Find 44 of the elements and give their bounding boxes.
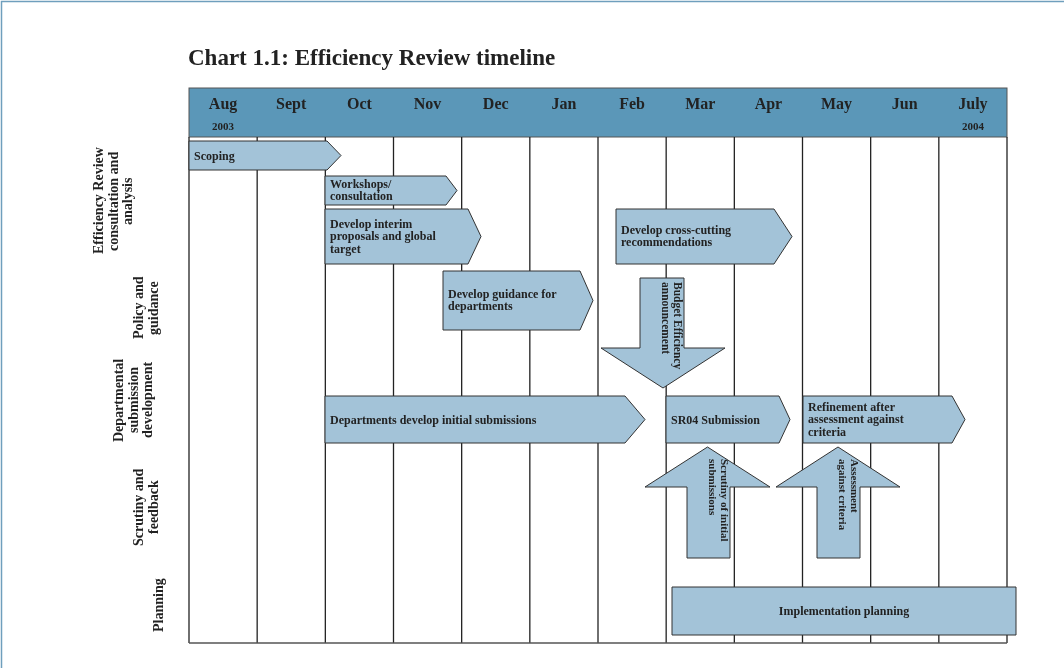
task-label: Develop cross-cutting recommendations [621,223,733,250]
task-bar [666,396,790,443]
review-marker [645,447,770,558]
task-label: SR04 Submission [671,413,762,426]
task-bar [803,396,965,443]
task-label: Refinement after assessment against criteria [808,400,905,439]
month-label: Mar [684,96,717,113]
month-label: Jun [890,96,919,113]
task-bar [443,271,593,330]
month-label: July [957,96,989,113]
month-label: Aug [207,96,239,113]
row-label: Departmental submission development [112,357,157,444]
month-label: Jan [550,96,578,113]
task-label: Workshops/ consultation [330,177,394,204]
task-bar [616,209,792,264]
task-label: Develop interim proposals and global target [330,217,437,256]
milestone-marker [601,278,725,388]
month-label: Oct [345,96,373,113]
month-label: Dec [481,96,510,113]
row-label: Policy and guidance [132,275,162,342]
review-marker [776,447,900,558]
task-label: Assessment against criteria [836,459,860,533]
month-label: Nov [412,96,443,113]
task-bar [672,587,1016,635]
month-label: Feb [618,96,646,113]
month-label: May [820,96,854,113]
task-label: Implementation planning [777,604,911,618]
task-label: Scrutiny of initial submissions [706,459,730,544]
task-label: Scoping [194,149,236,162]
task-label: Departments develop initial submissions [330,413,538,426]
task-bar [325,176,457,205]
task-bar [325,209,481,264]
month-label: Apr [753,96,784,113]
year-label: 2004 [960,121,985,133]
task-bar [189,141,341,170]
row-label: Planning [152,577,167,634]
year-label: 2003 [211,121,236,133]
chart-title: Chart 1.1: Efficiency Review timeline [188,46,556,71]
month-label: Sept [275,96,308,113]
task-bar [325,396,645,443]
task-label: Budget Efficiency announcement [658,282,684,372]
row-label: Efficiency Review consultation and analysis [92,146,137,257]
row-label: Scrutiny and feedback [132,467,162,549]
task-label: Develop guidance for departments [448,287,558,314]
